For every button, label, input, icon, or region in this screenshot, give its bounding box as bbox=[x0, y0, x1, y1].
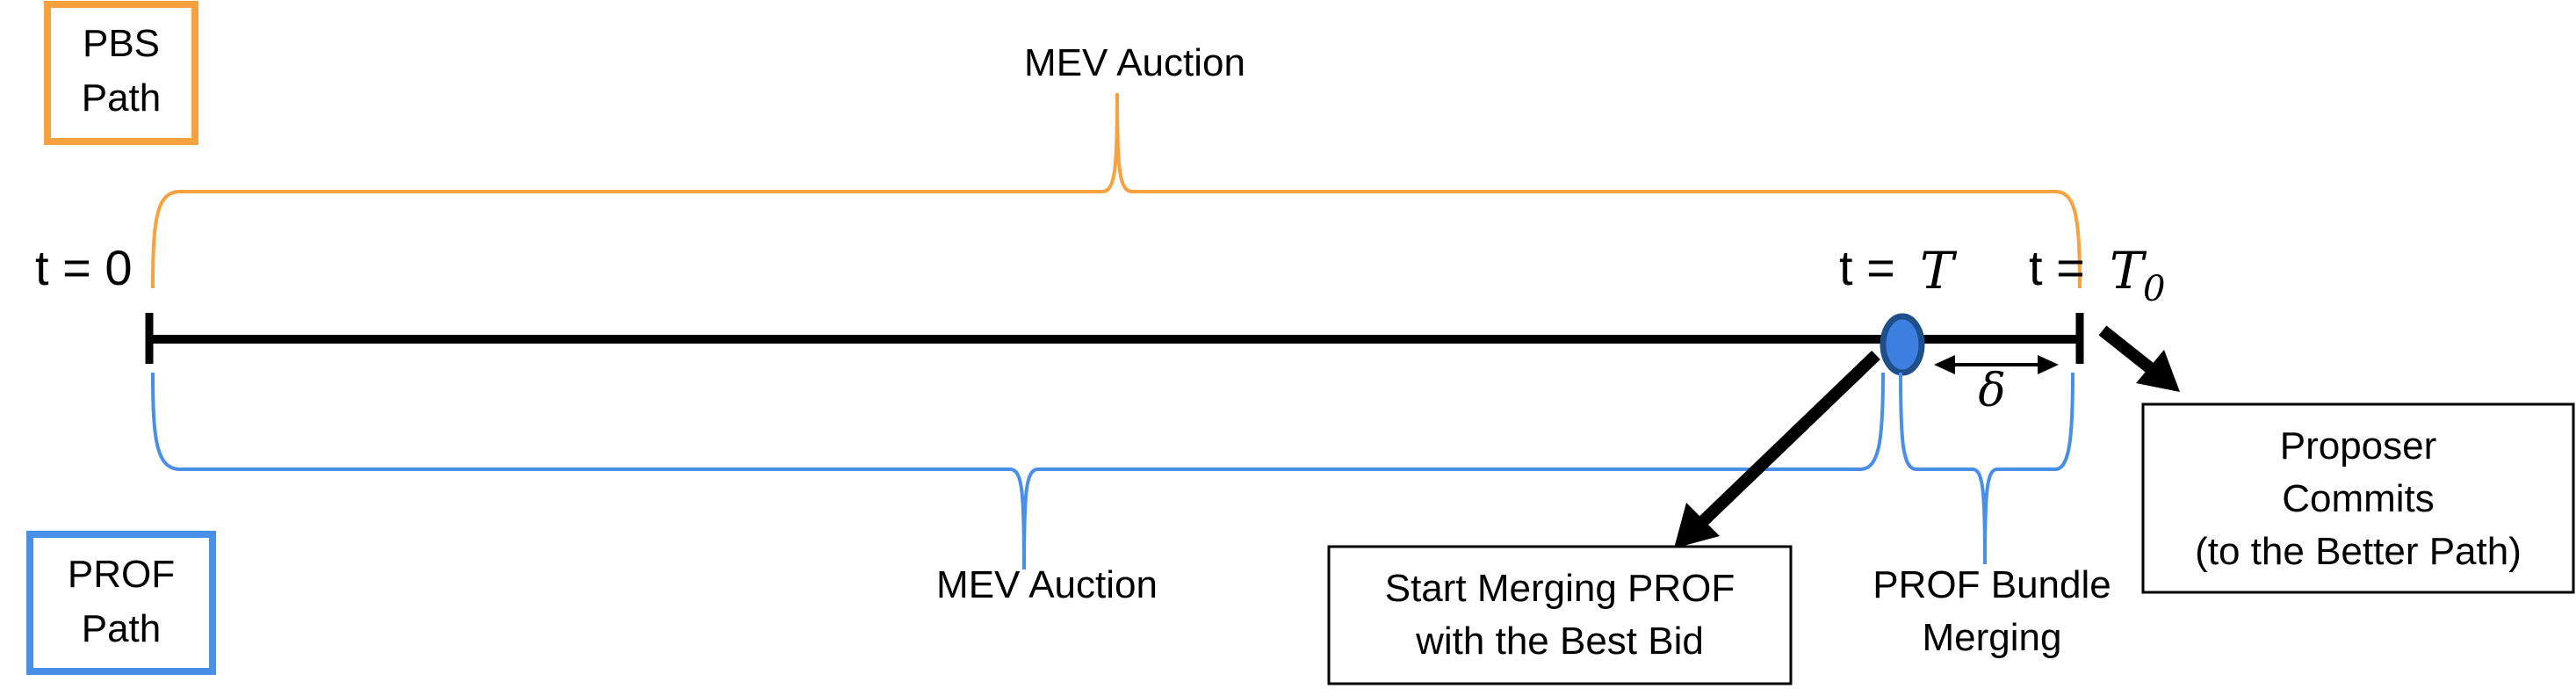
delta-label: δ bbox=[1978, 365, 2005, 417]
time-label-T0-subscript: 0 bbox=[2143, 269, 2165, 309]
time-label-start: t = 0 bbox=[35, 240, 133, 295]
pbs-legend-label: Path bbox=[82, 76, 162, 120]
start-merging-arrow-head bbox=[1674, 503, 1720, 548]
merge-start-marker bbox=[1880, 313, 1925, 376]
start-merging-text: Start Merging PROF bbox=[1385, 567, 1735, 610]
prof-legend-box bbox=[26, 531, 216, 675]
mev-auction-brace-pbs bbox=[151, 92, 2082, 289]
start-merging-arrow-line bbox=[1694, 350, 1880, 531]
pbs-path-legend: PBS Path bbox=[44, 1, 198, 145]
proposer-text: (to the Better Path) bbox=[2195, 530, 2522, 573]
prof-legend-label: PROF bbox=[68, 553, 175, 596]
time-label-T0-symbol: T bbox=[2110, 241, 2147, 301]
time-label-T-symbol: T bbox=[1920, 241, 1958, 301]
bundle-merging-brace bbox=[1899, 372, 2075, 565]
proposer-text: Commits bbox=[2282, 477, 2435, 520]
prof-legend-label: Path bbox=[82, 607, 162, 650]
delta-arrow-right-head bbox=[2038, 355, 2059, 374]
proposer-arrow-line bbox=[2098, 325, 2158, 376]
prof-path-legend: PROF Path bbox=[26, 531, 216, 675]
time-label-T: t = T bbox=[1839, 240, 1958, 301]
start-merging-box: Start Merging PROF with the Best Bid bbox=[1327, 545, 1793, 685]
prof-bundle-label: PROF Bundle bbox=[1872, 563, 2111, 606]
pbs-legend-box bbox=[44, 1, 198, 145]
prof-bundle-label: Merging bbox=[1923, 616, 2062, 659]
time-label-T-prefix: t = bbox=[1839, 240, 1895, 295]
proposer-commits-box: Proposer Commits (to the Better Path) bbox=[2141, 402, 2575, 594]
start-merging-arrow bbox=[1674, 350, 1880, 548]
mev-auction-brace-prof bbox=[151, 372, 1885, 570]
mev-auction-label-prof: MEV Auction bbox=[936, 563, 1158, 606]
delta-interval-arrow bbox=[1934, 355, 2059, 374]
start-merging-box-frame bbox=[1327, 545, 1793, 685]
proposer-arrow bbox=[2098, 325, 2180, 392]
time-label-T0: t = T 0 bbox=[2029, 240, 2165, 309]
timeline bbox=[145, 313, 2084, 364]
time-label-T0-prefix: t = bbox=[2029, 240, 2085, 295]
proposer-arrow-head bbox=[2136, 350, 2180, 392]
proposer-text: Proposer bbox=[2280, 424, 2437, 468]
pbs-legend-label: PBS bbox=[83, 22, 160, 65]
mev-auction-label-pbs: MEV Auction bbox=[1024, 41, 1245, 84]
proposer-box-frame bbox=[2141, 402, 2575, 594]
delta-arrow-left-head bbox=[1934, 355, 1955, 374]
start-merging-text: with the Best Bid bbox=[1415, 620, 1704, 663]
